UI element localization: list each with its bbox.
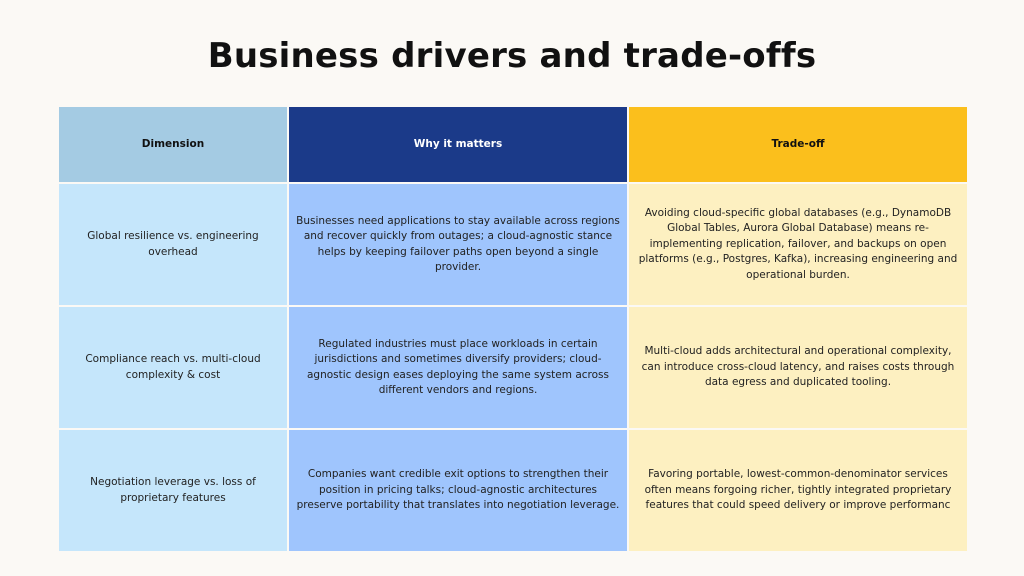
cell-why: Companies want credible exit options to … xyxy=(289,430,627,551)
table-row: Negotiation leverage vs. loss of proprie… xyxy=(59,430,967,551)
cell-dimension: Negotiation leverage vs. loss of proprie… xyxy=(59,430,287,551)
header-dimension: Dimension xyxy=(59,107,287,182)
table-header-row: Dimension Why it matters Trade-off xyxy=(59,107,967,182)
cell-tradeoff: Avoiding cloud-specific global databases… xyxy=(629,184,967,305)
tradeoffs-table: Dimension Why it matters Trade-off Globa… xyxy=(57,105,969,553)
cell-dimension: Compliance reach vs. multi-cloud complex… xyxy=(59,307,287,428)
page-title: Business drivers and trade-offs xyxy=(207,36,817,76)
table-row: Global resilience vs. engineering overhe… xyxy=(59,184,967,305)
cell-why: Businesses need applications to stay ava… xyxy=(289,184,627,305)
header-trade-off: Trade-off xyxy=(629,107,967,182)
table-row: Compliance reach vs. multi-cloud complex… xyxy=(59,307,967,428)
cell-why: Regulated industries must place workload… xyxy=(289,307,627,428)
cell-dimension: Global resilience vs. engineering overhe… xyxy=(59,184,287,305)
cell-tradeoff: Favoring portable, lowest-common-denomin… xyxy=(629,430,967,551)
header-why-it-matters: Why it matters xyxy=(289,107,627,182)
cell-tradeoff: Multi-cloud adds architectural and opera… xyxy=(629,307,967,428)
